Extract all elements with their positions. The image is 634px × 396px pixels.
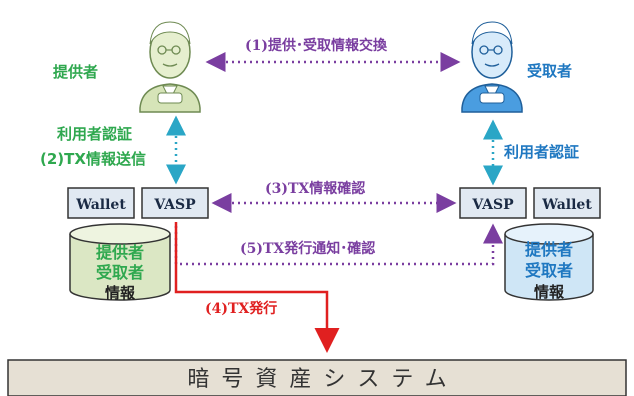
left-wallet-box: Wallet [67, 187, 135, 219]
receiver-person-icon [461, 21, 523, 113]
left-vasp-box: VASP [141, 187, 209, 219]
right-db-line1: 提供者 [525, 240, 573, 259]
provider-label: 提供者 [53, 63, 98, 81]
left-auth-label: 利用者認証 [57, 125, 132, 143]
left-database-icon: 提供者 受取者 情報 [69, 223, 171, 302]
left-db-line3: 情報 [105, 284, 136, 302]
right-db-line2: 受取者 [525, 261, 573, 280]
right-database-icon: 提供者 受取者 情報 [504, 223, 594, 301]
right-db-line3: 情報 [534, 283, 565, 301]
right-auth-label: 利用者認証 [504, 143, 579, 161]
right-vasp-box: VASP [459, 187, 527, 219]
tx-issue-arrow [174, 222, 340, 353]
left-vasp-label: VASP [153, 197, 196, 213]
crypto-system-bar: 暗号資産システム [7, 359, 627, 396]
step4-label: (4)TX発行 [205, 300, 277, 317]
system-label: 暗号資産システム [187, 367, 458, 392]
left-wallet-label: Wallet [75, 197, 126, 213]
right-wallet-box: Wallet [533, 187, 601, 219]
step3-label: (3)TX情報確認 [265, 180, 365, 197]
right-vasp-label: VASP [471, 197, 514, 213]
right-wallet-label: Wallet [541, 197, 592, 213]
tx-send-label: (2)TX情報送信 [40, 150, 146, 168]
step5-label: (5)TX発行通知･確認 [240, 240, 375, 257]
left-db-line2: 受取者 [96, 263, 144, 282]
provider-person-icon [139, 21, 201, 113]
step1-label: (1)提供･受取情報交換 [245, 37, 388, 54]
left-db-line1: 提供者 [96, 243, 144, 262]
receiver-label: 受取者 [527, 62, 572, 80]
